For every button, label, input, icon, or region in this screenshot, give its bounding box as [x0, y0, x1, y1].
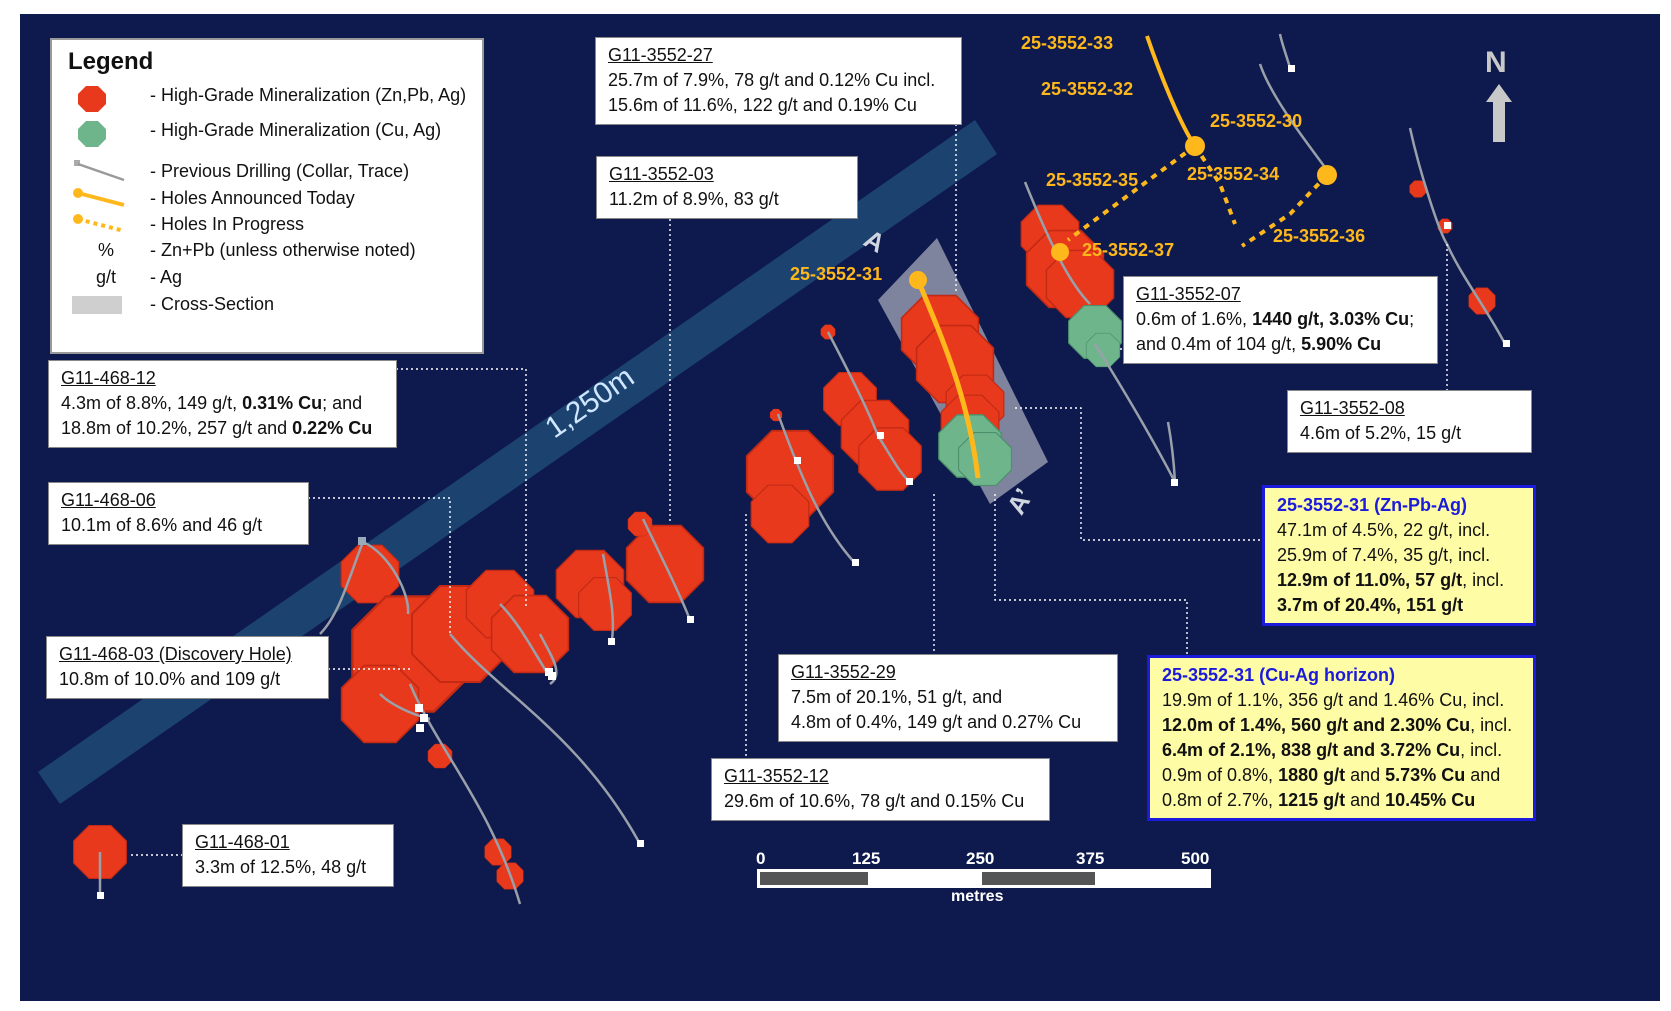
announced-collars	[909, 136, 1337, 289]
info-box-g11-468-06: G11-468-06 10.1m of 8.6% and 46 g/t	[48, 482, 309, 545]
hole-label-32: 25-3552-32	[1041, 79, 1134, 99]
info-box-25-3552-31-cu-ag: 25-3552-31 (Cu-Ag horizon) 19.9m of 1.1%…	[1147, 655, 1536, 821]
legend-item-previous: - Previous Drilling (Collar, Trace)	[72, 158, 409, 184]
info-box-g11-468-03: G11-468-03 (Discovery Hole) 10.8m of 10.…	[46, 636, 329, 699]
legend-title: Legend	[68, 48, 154, 75]
hole-label-30: 25-3552-30	[1210, 111, 1303, 131]
legend-panel: Legend - High-Grade Mineralization (Zn,P…	[50, 38, 484, 354]
info-box-g11-3552-03: G11-3552-03 11.2m of 8.9%, 83 g/t	[596, 156, 858, 219]
leader-lines	[131, 124, 1448, 856]
legend-item-gpt: g/t - Ag	[95, 266, 183, 288]
legend-item-percent: % - Zn+Pb (unless otherwise noted)	[97, 239, 416, 261]
scale-tick-250: 250	[966, 849, 995, 868]
map-graphics	[38, 33, 1512, 905]
scale-tick-375: 375	[1076, 849, 1105, 868]
grey-box-icon	[72, 296, 122, 314]
scale-tick-500: 500	[1181, 849, 1210, 868]
red-polygon-icon	[78, 86, 106, 112]
info-box-g11-3552-07: G11-3552-07 0.6m of 1.6%, 1440 g/t, 3.03…	[1123, 276, 1438, 364]
hole-label-34: 25-3552-34	[1187, 164, 1280, 184]
north-arrow-icon	[1486, 84, 1512, 142]
info-box-g11-3552-08: G11-3552-08 4.6m of 5.2%, 15 g/t	[1287, 390, 1532, 453]
green-polygon-icon	[78, 121, 106, 147]
info-box-25-3552-31-zn-pb-ag: 25-3552-31 (Zn-Pb-Ag) 47.1m of 4.5%, 22 …	[1262, 485, 1536, 626]
scale-tick-125: 125	[852, 849, 881, 868]
legend-item-zn-pb-ag: - High-Grade Mineralization (Zn,Pb, Ag)	[72, 82, 466, 112]
info-box-g11-3552-29: G11-3552-29 7.5m of 20.1%, 51 g/t, and 4…	[778, 654, 1118, 742]
info-box-g11-3552-12: G11-3552-12 29.6m of 10.6%, 78 g/t and 0…	[711, 758, 1050, 821]
hole-label-35: 25-3552-35	[1046, 170, 1139, 190]
trend-band	[38, 120, 997, 804]
info-box-g11-3552-27: G11-3552-27 25.7m of 7.9%, 78 g/t and 0.…	[595, 37, 962, 125]
yellow-dotted-icon	[73, 214, 125, 233]
announced-holes	[915, 35, 1329, 479]
legend-item-in-progress: - Holes In Progress	[72, 211, 304, 237]
info-box-g11-468-01: G11-468-01 3.3m of 12.5%, 48 g/t	[182, 824, 394, 887]
scale-unit: metres	[951, 888, 1004, 905]
north-label: N	[1485, 46, 1507, 79]
legend-item-cross-section: - Cross-Section	[72, 291, 274, 317]
hole-label-37: 25-3552-37	[1082, 240, 1175, 260]
grey-trace-icon	[74, 160, 125, 182]
map-canvas: Legend - High-Grade Mineralization (Zn,P…	[20, 14, 1660, 1001]
hole-label-33: 25-3552-33	[1021, 33, 1114, 53]
info-box-g11-468-12: G11-468-12 4.3m of 8.8%, 149 g/t, 0.31% …	[48, 360, 397, 448]
scale-tick-0: 0	[756, 849, 766, 868]
legend-item-cu-ag: - High-Grade Mineralization (Cu, Ag)	[72, 117, 441, 147]
hole-label-36: 25-3552-36	[1273, 226, 1366, 246]
legend-item-announced: - Holes Announced Today	[72, 185, 355, 211]
yellow-trace-icon	[73, 188, 125, 207]
scale-bar	[757, 869, 1211, 888]
hole-label-31: 25-3552-31	[790, 264, 883, 284]
drill-collars	[97, 65, 1510, 899]
